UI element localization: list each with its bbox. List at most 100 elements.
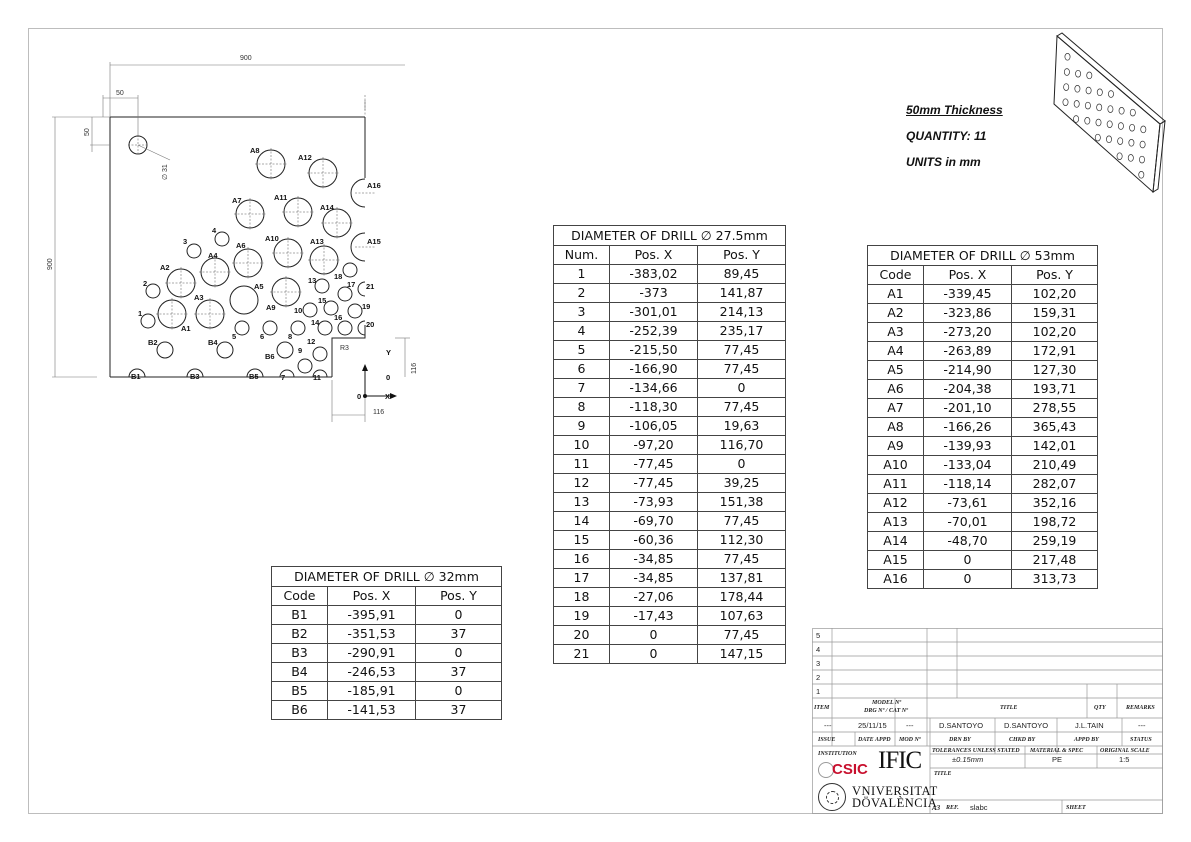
table-cell: -27,06 [609,587,698,607]
uv-logo-line1: VNIVERSITAT [852,784,938,798]
hdr-tolerances: TOLERANCES UNLESS STATED [932,748,1020,754]
table-cell: -201,10 [923,398,1012,418]
table-cell: 112,30 [697,530,786,550]
holes-b [128,341,294,378]
dim-offset-y: 50 [84,128,91,136]
dim-origin-h: 116 [411,363,418,374]
table-cell: -166,90 [609,359,698,379]
table-cell: -60,36 [609,530,698,550]
label-A7: A7 [232,196,242,205]
general-notes: 50mm Thickness QUANTITY: 11 UNITS in mm [906,97,1003,175]
table-cell: -339,45 [923,284,1012,304]
dim-radius: R3 [340,345,349,352]
table-cell: B1 [271,605,328,625]
table-cell: -215,50 [609,340,698,360]
dim-hole-dia: ∅ 31 [162,164,169,180]
hdr-a3: A3 [932,804,941,812]
table-cell: 282,07 [1011,474,1098,494]
table-cell: 21 [553,644,610,664]
table-cell: 7 [553,378,610,398]
col-header: Num. [553,245,610,265]
table-cell: -252,39 [609,321,698,341]
drill-table-32mm: DIAMETER OF DRILL ∅ 32mm Code Pos. X Pos… [271,566,502,720]
table-cell: 77,45 [697,625,786,645]
note-quantity: QUANTITY: 11 [906,129,987,143]
table-cell: 77,45 [697,397,786,417]
hole-labels: A1 A2 A3 A4 A5 A6 A7 A8 A9 A10 A11 A12 A… [131,146,381,382]
table-cell: 0 [609,625,698,645]
table-cell: 77,45 [697,340,786,360]
label-n2: 2 [143,279,147,288]
table-cell: A4 [867,341,924,361]
table-cell: 13 [553,492,610,512]
iso-hole [1129,108,1136,117]
label-B1: B1 [131,372,141,381]
label-n4: 4 [212,226,217,235]
table-cell: 278,55 [1011,398,1098,418]
table-cell: 0 [415,681,502,701]
hdr-material: MATERIAL & SPEC [1030,748,1084,754]
label-n21: 21 [366,282,374,291]
hdr-drn-by: DRN BY [949,737,971,743]
dim-offset-x: 50 [116,90,124,97]
table-cell: -34,85 [609,549,698,569]
rev-row-4: 4 [816,645,821,654]
table-cell: 102,20 [1011,322,1098,342]
label-B3: B3 [190,372,200,381]
table-cell: 0 [923,550,1012,570]
val-appd: J.L.TAIN [1075,721,1104,730]
iso-hole [1063,68,1070,76]
label-n8: 8 [288,332,292,341]
axis-x-zero: 0 [357,392,361,401]
table-cell: 2 [553,283,610,303]
table-cell: -246,53 [327,662,416,682]
hdr-chkd-by: CHKD BY [1009,737,1036,743]
iso-hole [1139,140,1146,149]
table-cell: -133,04 [923,455,1012,475]
table-cell: A11 [867,474,924,494]
label-n12: 12 [307,337,315,346]
table-cell: B5 [271,681,328,701]
table-cell: A12 [867,493,924,513]
table-cell: -34,85 [609,568,698,588]
uv-logo-line2: DÖVALÈNCIA [852,796,938,810]
ific-logo: IFIC [878,747,922,774]
label-n9: 9 [298,346,302,355]
label-n3: 3 [183,237,187,246]
table-cell: 0 [697,454,786,474]
table-cell: 141,87 [697,283,786,303]
table-cell: 18 [553,587,610,607]
axis-x-label: X [385,392,390,401]
table-cell: 5 [553,340,610,360]
iso-hole [1084,117,1091,125]
table-cell: A5 [867,360,924,380]
table-cell: 17 [553,568,610,588]
label-n10: 10 [294,306,302,315]
table-cell: -70,01 [923,512,1012,532]
table-cell: A1 [867,284,924,304]
table-cell: 19,63 [697,416,786,436]
iso-hole [1096,103,1103,112]
hdr-institution: INSTITUTION [818,751,857,757]
hdr-mod: MOD Nº [899,737,921,743]
table-cell: -69,70 [609,511,698,531]
iso-hole [1073,100,1080,108]
col-header: Code [867,265,924,285]
uv-seal-icon [818,783,846,811]
iso-hole [1106,120,1113,128]
table-cell: -214,90 [923,360,1012,380]
table-cell: -97,20 [609,435,698,455]
table-cell: 178,44 [697,587,786,607]
iso-hole [1063,83,1070,91]
